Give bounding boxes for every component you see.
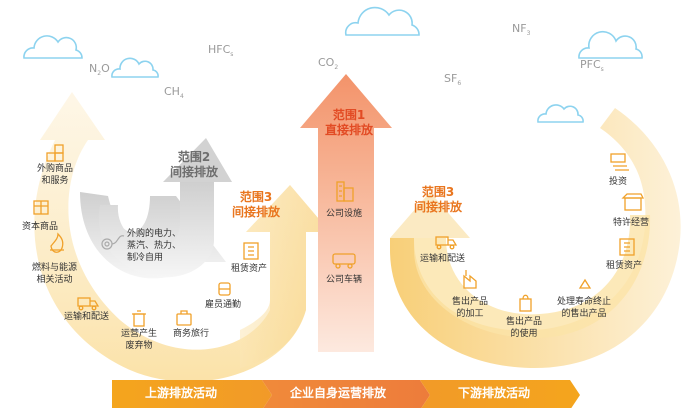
upstream-arc (34, 92, 331, 382)
bar-ownops-label: 企业自身运营排放 (290, 386, 387, 400)
bar-downstream-shape (420, 380, 580, 408)
label-waste: 运营产生废弃物 (121, 329, 158, 351)
building-icon (243, 242, 259, 260)
label-downstream-transport: 运输和配送 (420, 254, 466, 264)
gas-n2o: N2O (89, 62, 110, 78)
gas-nf3: NF3 (512, 22, 531, 38)
cloud-3 (344, 6, 420, 36)
shopping-bag-icon (519, 294, 532, 312)
recycle-icon (578, 278, 592, 289)
label-purchased-goods: 外购商品和服务 (37, 164, 74, 186)
gas-ch4: CH4 (164, 85, 184, 101)
label-company-facilities: 公司设施 (326, 209, 363, 219)
cloud-2 (111, 57, 159, 78)
gas-pfcs: PFCs (580, 58, 604, 74)
cloud-5 (537, 104, 584, 123)
package-icon (33, 200, 49, 215)
building-icon-downstream (619, 238, 635, 256)
factory-icon (336, 181, 354, 202)
downstream-arrowhead (390, 192, 470, 238)
label-fuel-energy: 燃料与能源相关活动 (32, 263, 78, 285)
scope2-arrowhead (163, 138, 232, 182)
truck-icon (77, 297, 100, 311)
money-stack-icon (610, 153, 629, 171)
trash-icon (132, 310, 146, 327)
gas-co2: CO2 (318, 56, 339, 72)
scope1-arrow (300, 74, 392, 352)
cloud-1 (23, 35, 83, 59)
label-use: 售出产品的使用 (506, 317, 543, 339)
cloud-4 (578, 30, 643, 59)
van-icon (332, 253, 356, 269)
label-downstream-leased-assets: 租赁资产 (606, 261, 643, 271)
factory-icon-downstream (463, 270, 477, 289)
bar-ownops-shape (262, 380, 430, 408)
bar-downstream-label: 下游排放活动 (458, 386, 531, 400)
label-franchise: 特许经营 (613, 218, 650, 228)
label-processing: 售出产品的加工 (452, 297, 489, 319)
label-upstream-leased-assets: 租赁资产 (231, 264, 268, 274)
label-capital-goods: 资本商品 (22, 222, 59, 232)
label-company-vehicles: 公司车辆 (326, 275, 363, 285)
label-business-travel: 商务旅行 (173, 329, 210, 339)
bar-upstream-label: 上游排放活动 (145, 386, 218, 400)
label-investment: 投资 (609, 177, 628, 187)
storefront-icon (621, 193, 645, 211)
bus-icon (218, 282, 231, 296)
gas-sf6: SF6 (444, 72, 462, 88)
truck-icon-downstream (435, 236, 458, 250)
gas-hfcs: HFCs (208, 43, 234, 59)
plug-gear-icon (101, 235, 125, 250)
label-purchased-energy: 外购的电力、蒸汽、热力、制冷自用 (127, 229, 182, 263)
label-end-of-life: 处理寿命终止的售出产品 (557, 297, 612, 319)
label-commuting: 雇员通勤 (205, 300, 242, 310)
boxes-icon (46, 144, 64, 162)
bar-upstream-shape (112, 380, 272, 408)
suitcase-icon (176, 310, 192, 326)
label-upstream-transport: 运输和配送 (64, 312, 110, 322)
fuel-icon (50, 232, 64, 253)
